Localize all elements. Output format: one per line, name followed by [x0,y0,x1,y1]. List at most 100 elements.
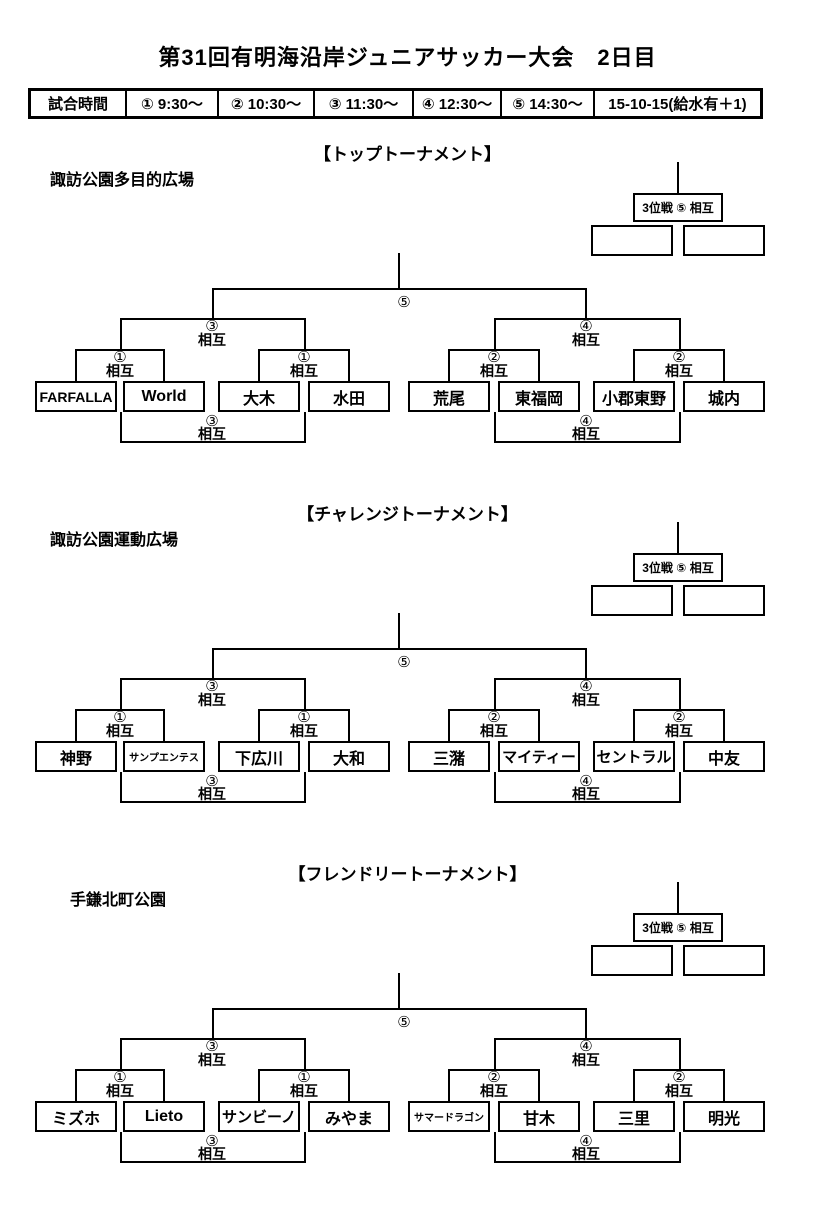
match-number: ② [672,1069,686,1086]
schedule-slot-5: ⑤ 14:30～ [500,91,593,116]
team-name: 大木 [242,390,275,408]
referee-label: 相互 [198,426,226,442]
match-number: ① [297,1069,311,1086]
team-box: World [123,381,205,412]
team-name: 荒尾 [432,390,465,408]
third-place-match-label: 3位戦 ⑤ 相互 [633,913,723,942]
match-number: ② [487,349,501,366]
team-box: セントラル [593,741,675,772]
team-name: 城内 [707,390,740,408]
qf-bracket-line [258,349,350,381]
qf-bracket-line [448,349,540,381]
referee-label: 相互 [665,1083,693,1099]
consolation-bracket-line [494,772,681,803]
final-bracket-line [212,648,587,678]
match-number: ④ [579,678,593,695]
match-number: ① [113,349,127,366]
match-number: ③ [205,1133,219,1150]
team-name: Lieto [144,1107,184,1125]
team-box: 下広川 [218,741,300,772]
match-number: ③ [205,318,219,335]
team-box: 三潴 [408,741,490,772]
match-number: ④ [579,318,593,335]
champion-line [398,973,400,1008]
final-bracket-line [212,1008,587,1038]
bracket-line [677,882,679,913]
team-box: 甘木 [498,1101,580,1132]
match-number: ④ [579,1038,593,1055]
match-number: ① [297,709,311,726]
team-name: 大和 [332,750,365,768]
schedule-slot-2: ② 10:30～ [217,91,313,116]
match-number: ① [297,349,311,366]
schedule-slot-1: ① 9:30～ [125,91,217,116]
schedule-header-cell: 試合時間 [47,96,108,113]
team-name: 三潴 [432,750,465,768]
team-box: サンプエンテス [123,741,205,772]
team-name: 三里 [617,1110,650,1128]
team-box: 大和 [308,741,390,772]
team-name: 下広川 [234,750,283,768]
third-place-result-box [683,585,765,616]
third-place-match-label: 3位戦 ⑤ 相互 [633,553,723,582]
qf-bracket-line [633,1069,725,1101]
team-name: World [141,387,187,405]
referee-label: 相互 [198,692,226,708]
qf-bracket-line [448,709,540,741]
semifinal-bracket-line [494,1038,681,1069]
team-box: 荒尾 [408,381,490,412]
tournament-title: 【フレンドリートーナメント】 [288,865,527,884]
team-name: セントラル [596,749,672,766]
venue-label: 諏訪公園多目的広場 [50,172,195,189]
team-name: 明光 [707,1110,740,1128]
semifinal-bracket-line [120,1038,306,1069]
referee-label: 相互 [480,1083,508,1099]
referee-label: 相互 [572,692,600,708]
semifinal-bracket-line [120,318,306,349]
referee-label: 相互 [572,332,600,348]
match-number: ② [672,709,686,726]
final-match-number: ⑤ [397,654,411,671]
final-match-number: ⑤ [397,294,411,311]
team-box: 東福岡 [498,381,580,412]
referee-label: 相互 [572,1052,600,1068]
referee-label: 相互 [480,363,508,379]
team-box: 大木 [218,381,300,412]
team-name: サンビーノ [221,1109,297,1126]
team-box: マイティー [498,741,580,772]
team-box: 小郡東野 [593,381,675,412]
referee-label: 相互 [572,426,600,442]
team-name: 中友 [707,750,740,768]
qf-bracket-line [258,709,350,741]
team-name: FARFALLA [39,388,113,405]
match-number: ③ [205,678,219,695]
team-name: 甘木 [522,1110,555,1128]
referee-label: 相互 [198,786,226,802]
tournament-section-top: 【トップトーナメント】 諏訪公園多目的広場 3位戦 ⑤ 相互 ⑤ ③ 相互 ④ … [0,138,815,498]
team-box: 明光 [683,1101,765,1132]
qf-bracket-line [75,349,165,381]
team-box: サンビーノ [218,1101,300,1132]
referee-label: 相互 [106,1083,134,1099]
team-name: マイティー [502,749,576,766]
qf-bracket-line [448,1069,540,1101]
match-number: ② [487,1069,501,1086]
consolation-bracket-line [120,772,306,803]
bracket-line [677,162,679,193]
third-place-match-label: 3位戦 ⑤ 相互 [633,193,723,222]
third-place-result-box [683,225,765,256]
third-place-result-box [591,945,673,976]
third-place-result-box [591,225,673,256]
consolation-bracket-line [120,1132,306,1163]
referee-label: 相互 [290,1083,318,1099]
qf-bracket-line [75,709,165,741]
semifinal-bracket-line [494,318,681,349]
team-name: 神野 [59,750,92,768]
third-place-result-box [591,585,673,616]
referee-label: 相互 [106,723,134,739]
venue-label: 手鎌北町公園 [70,892,167,909]
schedule-slot-3: ③ 11:30～ [313,91,412,116]
team-box: 水田 [308,381,390,412]
page-title: 第31回有明海沿岸ジュニアサッカー大会 2日目 [158,45,657,70]
team-box: サマードラゴン [408,1101,490,1132]
